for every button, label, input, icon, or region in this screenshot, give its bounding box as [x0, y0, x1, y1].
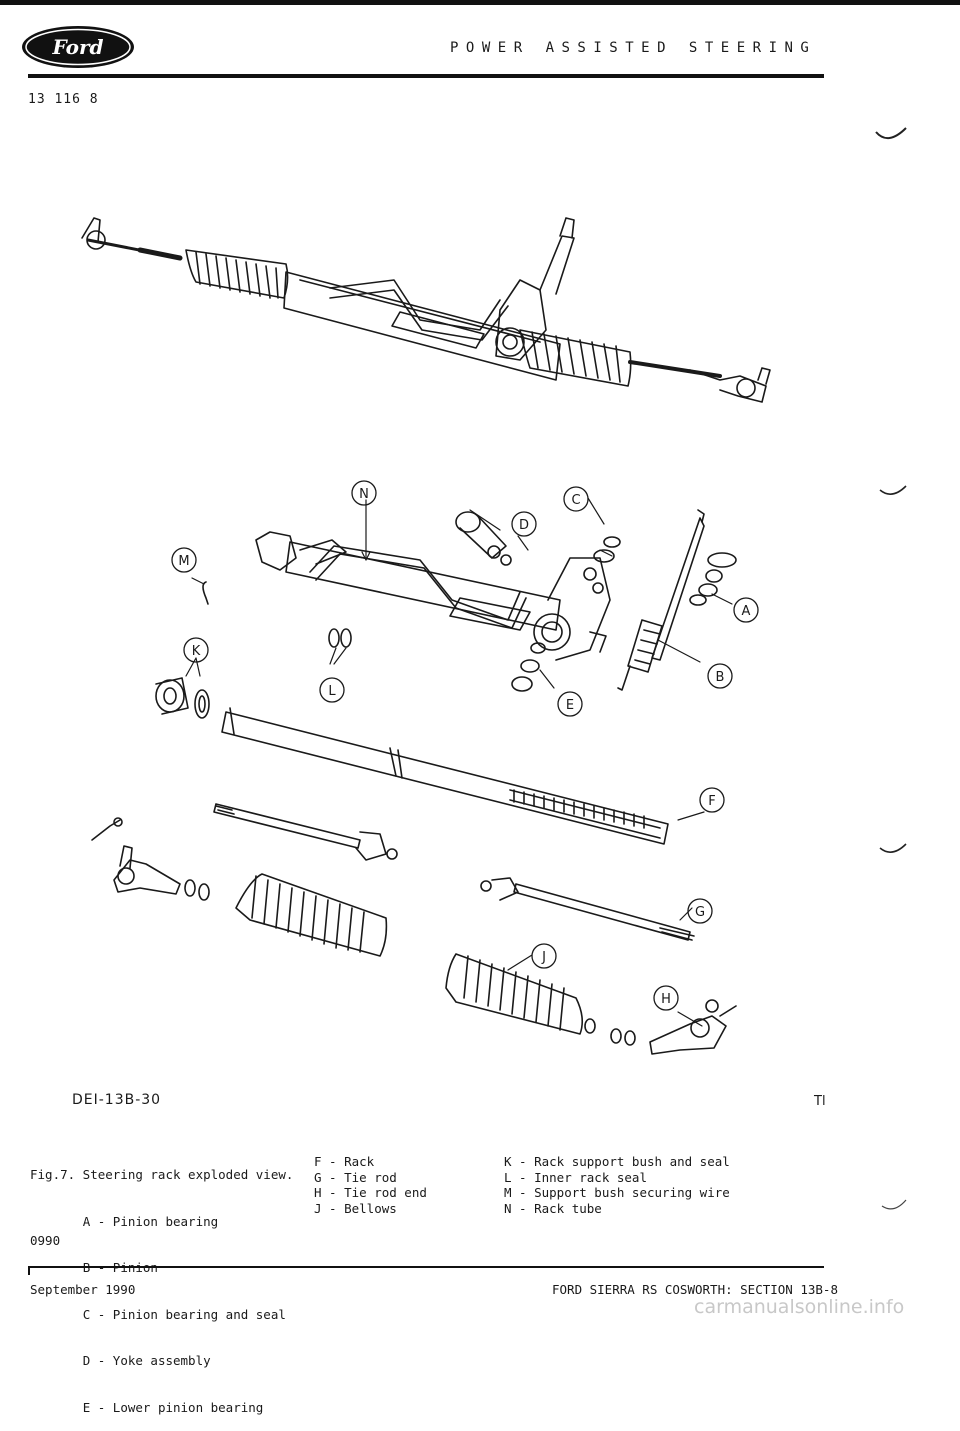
rack-tube-housing — [255, 531, 611, 661]
footer-date: September 1990 — [30, 1282, 136, 1297]
tie-rod-end-right — [610, 999, 737, 1055]
callout-label: B — [716, 670, 725, 685]
caption-item: J - Bellows — [314, 1200, 397, 1216]
callout-a — [733, 597, 759, 623]
caption-item: A - Pinion bearing — [82, 1213, 219, 1229]
callout-e — [557, 691, 583, 717]
date-code: 0990 — [30, 1233, 61, 1248]
assembled-rack — [81, 217, 771, 403]
caption-item: E - Lower pinion bearing — [82, 1399, 264, 1415]
caption-item: M - Support bush securing wire — [504, 1185, 730, 1200]
callout-g — [687, 898, 713, 924]
callout-label: D — [519, 518, 529, 533]
callout-label: G — [695, 905, 705, 920]
tie-rod-left — [213, 803, 398, 861]
caption-item: D - Yoke assembly — [82, 1353, 211, 1368]
caption-item: N - Rack tube — [504, 1200, 602, 1216]
pinion-shaft — [617, 509, 705, 691]
callout-l — [319, 677, 345, 703]
support-bush-k — [155, 677, 210, 719]
margin-check-mark — [875, 127, 907, 139]
pinion-bearing-a — [689, 552, 737, 606]
footer-section: FORD SIERRA RS COSWORTH: SECTION 13B-8 — [552, 1282, 838, 1297]
callout-j — [531, 943, 557, 969]
steering-rack-diagram: N C D M A K L B E F G J H — [0, 180, 960, 1080]
page-title: POWER ASSISTED STEERING — [450, 40, 817, 56]
caption-item: K - Rack support bush and seal — [504, 1154, 730, 1169]
bellows-right — [445, 953, 596, 1035]
caption-item: G - Tie rod — [314, 1169, 397, 1185]
callout-n — [351, 480, 377, 506]
inner-rack-seal-l — [328, 628, 352, 648]
caption-item: F - Rack — [314, 1154, 375, 1169]
support-wire-m — [202, 581, 209, 605]
caption-column-3: K - Rack support bush and seal L - Inner… — [504, 1154, 730, 1216]
margin-check-mark — [879, 843, 907, 853]
bellows-left — [235, 873, 388, 957]
callout-label: H — [661, 992, 671, 1007]
callout-label: E — [566, 698, 574, 713]
figure-reference: DEI-13B-30 — [72, 1092, 162, 1108]
lower-pinion-bearing-e — [511, 642, 546, 692]
callout-label: C — [571, 493, 580, 508]
caption-item: C - Pinion bearing and seal — [82, 1306, 286, 1322]
ford-logo: Ford — [20, 24, 136, 70]
callout-label: F — [708, 794, 715, 809]
caption-title: Fig.7. Steering rack exploded view. — [30, 1167, 294, 1182]
callout-h — [653, 985, 679, 1011]
watermark: carmanualsonline.info — [694, 1296, 905, 1318]
rack-bar-f — [221, 707, 669, 845]
callout-label: N — [359, 487, 369, 502]
callout-c — [563, 486, 589, 512]
callout-k — [183, 637, 209, 663]
footer-tick — [28, 1266, 30, 1275]
tie-rod-end-left — [91, 817, 210, 901]
caption-column-2: F - Rack G - Tie rod H - Tie rod end J -… — [314, 1154, 427, 1216]
caption-item: L - Inner rack seal — [504, 1169, 647, 1185]
callout-d — [511, 511, 537, 537]
pinion-bearing-seal-c — [593, 536, 621, 563]
top-border — [0, 0, 960, 5]
callout-label: K — [192, 644, 201, 659]
yoke-assembly — [455, 511, 512, 566]
caption-item: H - Tie rod end — [314, 1185, 427, 1200]
page-mark: Tl — [814, 1094, 826, 1109]
logo-text: Ford — [52, 35, 104, 59]
callout-label: A — [742, 604, 751, 619]
callout-label: J — [541, 950, 546, 965]
margin-check-mark — [881, 1199, 907, 1210]
footer-rule — [28, 1266, 824, 1268]
document-reference: 13 116 8 — [28, 92, 99, 107]
tie-rod-right — [480, 877, 695, 941]
margin-check-mark — [879, 485, 907, 495]
callout-b — [707, 663, 733, 689]
callout-label: L — [328, 684, 336, 699]
header-rule — [28, 74, 824, 78]
callout-f — [699, 787, 725, 813]
callout-label: M — [178, 554, 189, 569]
callout-m — [171, 547, 197, 573]
